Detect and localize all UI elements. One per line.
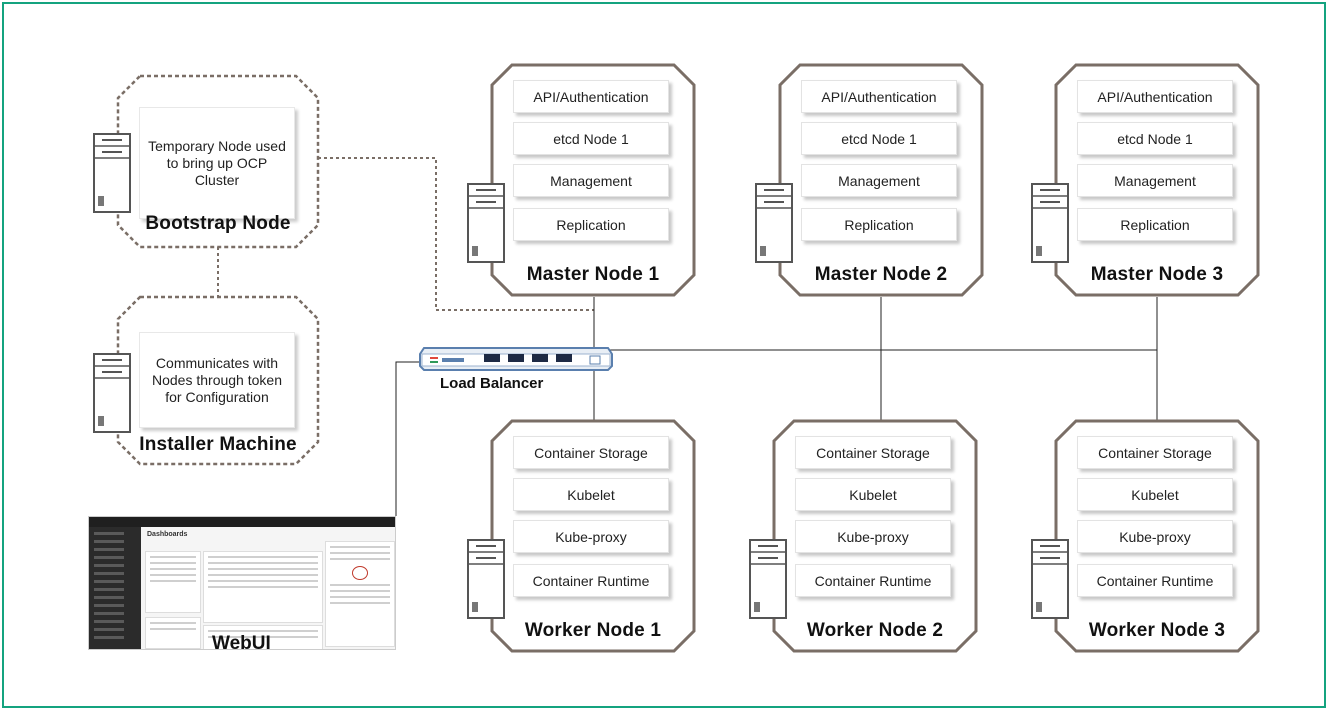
installer-server-icon [92,352,132,439]
worker-component: Kube-proxy [795,520,951,553]
server-icon [93,353,131,433]
worker-node-title: Worker Node 3 [1088,620,1226,641]
webui-heading: Dashboards [147,531,188,538]
worker-component: Container Storage [513,436,669,469]
master-component: Management [1077,164,1233,197]
bootstrap-note: Temporary Node used to bring up OCP Clus… [139,107,295,219]
worker-component: Kubelet [513,478,669,511]
worker-component: Container Runtime [795,564,951,597]
installer-machine: Communicates with Nodes through token fo… [116,294,320,466]
server-icon [749,539,787,619]
webui-to-lb-line [395,361,424,516]
worker-server-icon-wrap [748,538,788,625]
worker-component: Kube-proxy [513,520,669,553]
worker-component: Kube-proxy [1077,520,1233,553]
master-component: Management [801,164,957,197]
worker-component: Kubelet [1077,478,1233,511]
webui-screenshot: Dashboards [88,516,396,650]
server-icon [1031,183,1069,263]
worker-node-title: Worker Node 2 [806,620,944,641]
bootstrap-node: Temporary Node used to bring up OCP Clus… [116,73,320,249]
master-component: Replication [1077,208,1233,241]
server-icon [1031,539,1069,619]
server-icon [467,539,505,619]
bootstrap-title: Bootstrap Node [145,213,291,234]
worker-server-icon-wrap [466,538,506,625]
master-component: Management [513,164,669,197]
master-server-icon-wrap [1030,182,1070,269]
master-server-icon-wrap [754,182,794,269]
worker-component: Container Runtime [513,564,669,597]
webui-sidebar [89,527,141,649]
master-component: Replication [801,208,957,241]
master-node-title: Master Node 1 [526,264,660,285]
worker-server-icon-wrap [1030,538,1070,625]
master-component: API/Authentication [1077,80,1233,113]
server-icon [93,133,131,213]
worker-component: Container Storage [795,436,951,469]
worker-component: Kubelet [795,478,951,511]
master-node-title: Master Node 3 [1090,264,1224,285]
load-balancer-icon [419,347,613,371]
master-component: etcd Node 1 [513,122,669,155]
master-server-icon-wrap [466,182,506,269]
worker-node-title: Worker Node 1 [524,620,662,641]
master-component: etcd Node 1 [1077,122,1233,155]
load-balancer-label: Load Balancer [440,375,544,392]
installer-note: Communicates with Nodes through token fo… [139,332,295,428]
master-component: Replication [513,208,669,241]
webui-topbar [89,517,395,527]
server-icon [467,183,505,263]
webui-label: WebUI [212,633,271,654]
master-component: API/Authentication [801,80,957,113]
server-icon [755,183,793,263]
worker-component: Container Storage [1077,436,1233,469]
master-component: etcd Node 1 [801,122,957,155]
bootstrap-server-icon [92,132,132,219]
worker-component: Container Runtime [1077,564,1233,597]
bootstrap-to-master-link [318,157,594,311]
installer-title: Installer Machine [139,434,297,455]
master-node-title: Master Node 2 [814,264,948,285]
master-component: API/Authentication [513,80,669,113]
webui-main: Dashboards [141,527,395,649]
